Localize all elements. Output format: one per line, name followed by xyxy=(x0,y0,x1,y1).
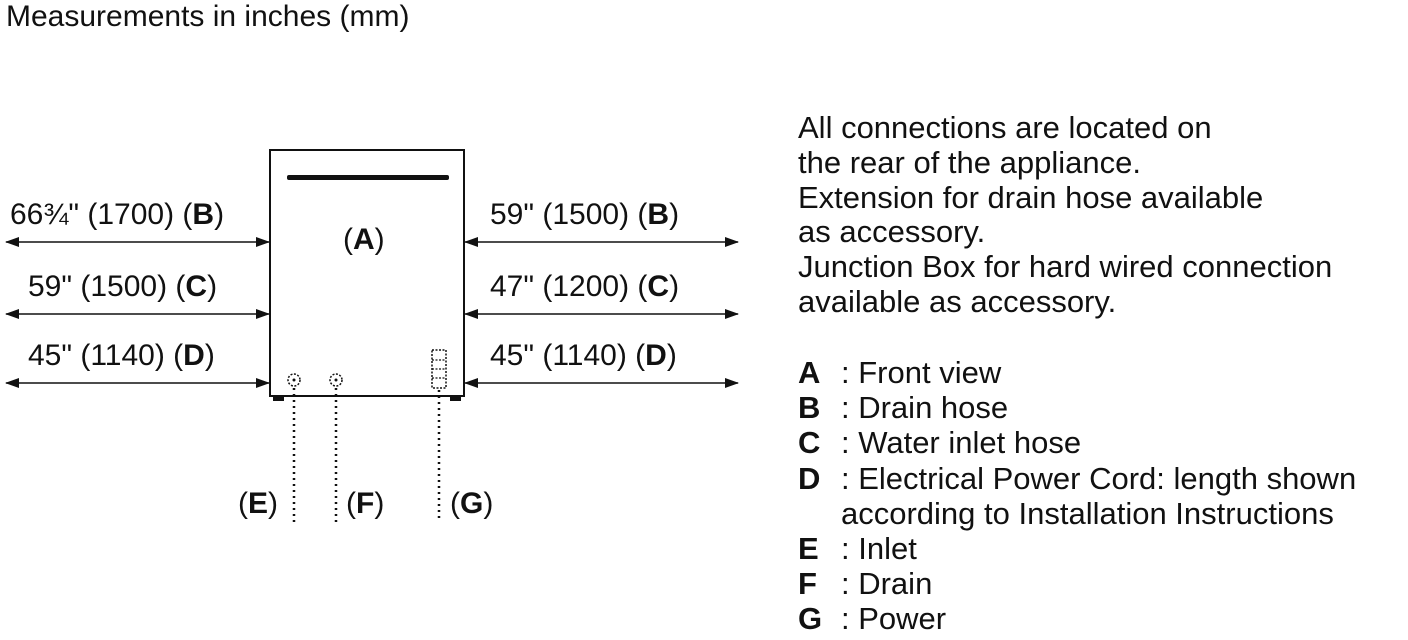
right-arrow-c-inner-head xyxy=(464,309,478,319)
appliance-handle xyxy=(287,175,449,180)
legend-item-f: F: Drain xyxy=(798,566,933,602)
appliance-foot-right xyxy=(450,396,461,401)
diagram-title: Measurements in inches (mm) xyxy=(6,0,410,33)
connection-label-e: (E) xyxy=(238,487,279,520)
left-arrow-c-inner-head xyxy=(256,309,270,319)
legend-item-a: A: Front view xyxy=(798,355,1002,390)
note-line: as accessory. xyxy=(798,214,986,250)
legend-item-c: C: Water inlet hose xyxy=(798,425,1082,461)
right-arrow-b-inner-head xyxy=(464,237,478,247)
left-dim-b: 66¾" (1700) (B) xyxy=(10,198,225,231)
legend-item-d-continuation: according to Installation Instructions xyxy=(841,495,1334,531)
note-line: Extension for drain hose available xyxy=(798,179,1264,215)
right-dim-b: 59" (1500) (B) xyxy=(490,198,680,231)
connection-notes: All connections are located on the rear … xyxy=(798,110,1333,320)
note-line: the rear of the appliance. xyxy=(798,144,1141,180)
note-line: All connections are located on xyxy=(798,110,1212,145)
legend-item-b: B: Drain hose xyxy=(798,390,1009,426)
right-arrow-d-inner-head xyxy=(464,378,478,388)
connection-label-f: (F) xyxy=(346,487,385,520)
inlet-connector-icon xyxy=(287,373,301,387)
drain-connector-icon xyxy=(329,373,343,387)
legend-item-g: G: Power xyxy=(798,601,947,637)
left-dim-d: 45" (1140) (D) xyxy=(28,339,215,372)
left-arrow-d-inner-head xyxy=(256,378,270,388)
power-connector-icon xyxy=(431,349,447,389)
left-dim-c: 59" (1500) (C) xyxy=(28,270,218,303)
note-line: available as accessory. xyxy=(798,283,1117,319)
appliance-label: (A) xyxy=(343,223,385,256)
connection-label-g: (G) xyxy=(450,487,494,520)
legend-item-e: E: Inlet xyxy=(798,531,917,567)
appliance-body xyxy=(269,149,465,397)
appliance-foot-left xyxy=(273,396,284,401)
right-dim-c: 47" (1200) (C) xyxy=(490,270,680,303)
legend: A: Front view B: Drain hose C: Water inl… xyxy=(798,355,1356,637)
right-dim-d: 45" (1140) (D) xyxy=(490,339,677,372)
legend-item-d: D: Electrical Power Cord: length shown xyxy=(798,460,1357,496)
note-line: Junction Box for hard wired connection xyxy=(798,249,1333,285)
left-arrow-b-inner-head xyxy=(256,237,270,247)
